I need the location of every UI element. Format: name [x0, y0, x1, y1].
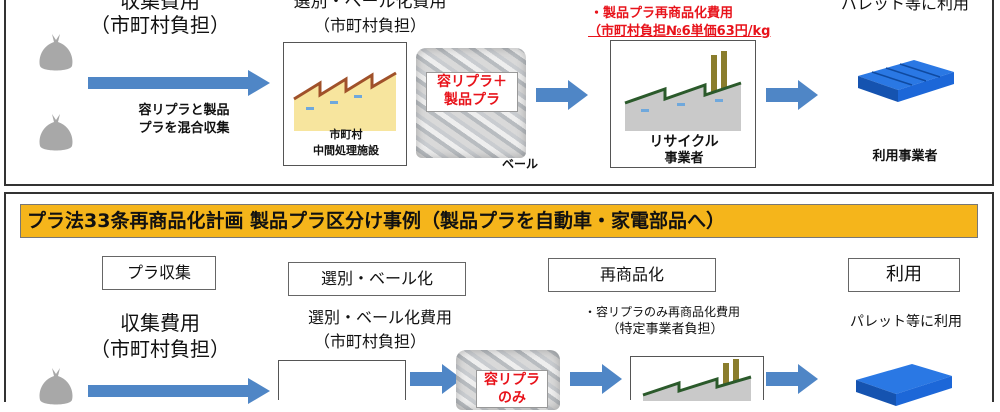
top-sort-title: 選別・ベール化費用 — [293, 0, 447, 12]
bottom-facility-box — [278, 360, 406, 400]
garbage-bag-icon — [39, 114, 73, 151]
step-use: 利用 — [848, 258, 960, 292]
top-bale-label: 容リプラ＋ 製品プラ — [426, 72, 518, 112]
step-collect: プラ収集 — [102, 256, 216, 290]
top-bale-label-line2: 製品プラ — [444, 92, 500, 108]
top-recycle-cost-line1: ・製品プラ再商品化費用 — [590, 6, 734, 21]
top-bale-label-line1: 容リプラ＋ — [437, 74, 507, 90]
flow-arrow — [766, 80, 818, 110]
flow-arrow — [410, 364, 462, 394]
top-section-frame — [4, 0, 994, 186]
top-user-caption: 利用事業者 — [872, 149, 938, 164]
bottom-bale-label: 容リプラ のみ — [476, 370, 548, 408]
flow-arrow — [570, 364, 622, 394]
bottom-sort-cost: 選別・ベール化費用 — [307, 308, 452, 327]
top-facility-box: 市町村 中間処理施設 — [283, 42, 407, 166]
bottom-recycler-box — [630, 356, 764, 401]
top-collect-burden: （市町村負担） — [90, 13, 230, 37]
top-mixed-collect-line1: 容リプラと製品 — [138, 103, 230, 118]
step-sort-bale: 選別・ベール化 — [288, 262, 466, 296]
plan-banner: プラ法33条再商品化計画 製品プラ区分け事例（製品プラを自動車・家電部品へ） — [20, 204, 978, 238]
top-recycler-line1: リサイクル — [649, 134, 719, 150]
top-use-title: パレット等に利用 — [840, 0, 969, 13]
garbage-bag-icon — [39, 34, 73, 71]
garbage-bag-icon — [39, 368, 73, 405]
flow-arrow — [88, 378, 270, 404]
bottom-bale-label-line2: のみ — [498, 390, 526, 406]
top-recycler-box: リサイクル 事業者 — [610, 40, 756, 168]
top-mixed-collect-line2: プラを混合収集 — [138, 121, 230, 136]
top-bale-caption: ベール — [501, 157, 538, 171]
bottom-use-title: パレット等に利用 — [850, 314, 962, 330]
bottom-collect-burden: （市町村負担） — [90, 337, 230, 361]
bottom-recycle-cost-line1: ・容リプラのみ再商品化費用 — [584, 305, 741, 319]
recycle-plant-icon — [624, 51, 742, 131]
pallet-icon — [856, 364, 952, 406]
top-recycler-line2: 事業者 — [664, 151, 704, 166]
flow-arrow — [766, 364, 818, 394]
flow-arrow — [88, 70, 270, 96]
top-sort-burden: （市町村負担） — [313, 16, 426, 35]
recycle-plant-icon — [642, 359, 752, 401]
factory-icon — [293, 71, 397, 131]
bottom-sort-burden: （市町村負担） — [313, 332, 426, 351]
bottom-recycle-cost-line2: （特定事業者負担） — [606, 322, 724, 337]
top-facility-line1: 市町村 — [329, 128, 363, 141]
bottom-bale-label-line1: 容リプラ — [484, 372, 540, 388]
pallet-icon — [858, 60, 954, 102]
top-recycle-cost-line2: （市町村負担№6単価63円/kg — [588, 24, 771, 39]
top-collect-title: 収集費用 — [120, 0, 200, 13]
top-facility-line2: 中間処理施設 — [313, 144, 379, 157]
step-recycle: 再商品化 — [548, 258, 716, 292]
bottom-collect-cost: 収集費用 — [120, 311, 200, 335]
bottom-section-frame — [4, 192, 994, 402]
flow-arrow — [536, 80, 588, 110]
